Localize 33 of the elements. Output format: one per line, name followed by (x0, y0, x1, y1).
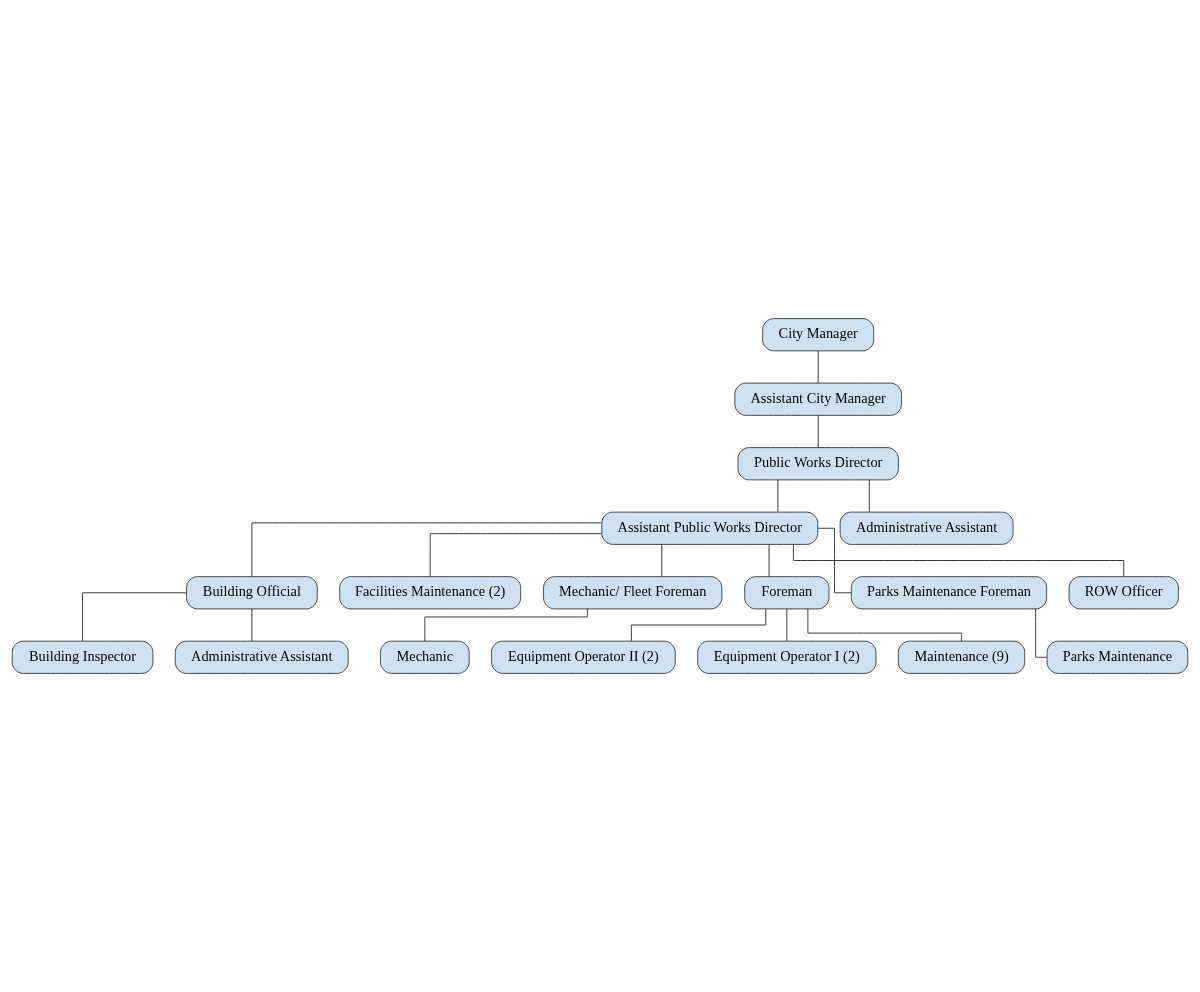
node-box: Mechanic/ Fleet Foreman (543, 576, 723, 610)
node-box: Parks Maintenance Foreman (850, 576, 1048, 610)
node-box: Parks Maintenance (1046, 640, 1189, 674)
node-box: Administrative Assistant (174, 640, 349, 674)
connector (817, 415, 819, 448)
node-box: Building Official (186, 576, 318, 610)
connector (429, 533, 603, 578)
connector (82, 592, 187, 642)
connector (251, 522, 602, 577)
connector (868, 479, 870, 513)
connector (251, 608, 253, 642)
node-box: Mechanic (380, 640, 470, 674)
node-box: Equipment Operator II (2) (491, 640, 676, 674)
node-box: Building Inspector (11, 640, 154, 674)
node-box: Equipment Operator I (2) (697, 640, 877, 674)
node-box: Facilities Maintenance (2) (339, 576, 522, 610)
node-box: City Manager (762, 318, 875, 352)
connector (424, 608, 588, 642)
connector (777, 479, 779, 513)
connector (817, 527, 852, 594)
connector (807, 608, 962, 642)
node-box: Public Works Director (737, 447, 899, 481)
node-box: Assistant City Manager (734, 382, 902, 416)
connector (792, 544, 1125, 577)
node-box: Foreman (744, 576, 830, 610)
node-box: ROW Officer (1068, 576, 1179, 610)
connector (817, 350, 819, 384)
node-box: Assistant Public Works Director (601, 511, 819, 545)
connector (661, 544, 663, 577)
node-box: Maintenance (9) (897, 640, 1026, 674)
connector (768, 544, 770, 577)
node-box: Administrative Assistant (839, 511, 1014, 545)
connector (786, 608, 788, 642)
